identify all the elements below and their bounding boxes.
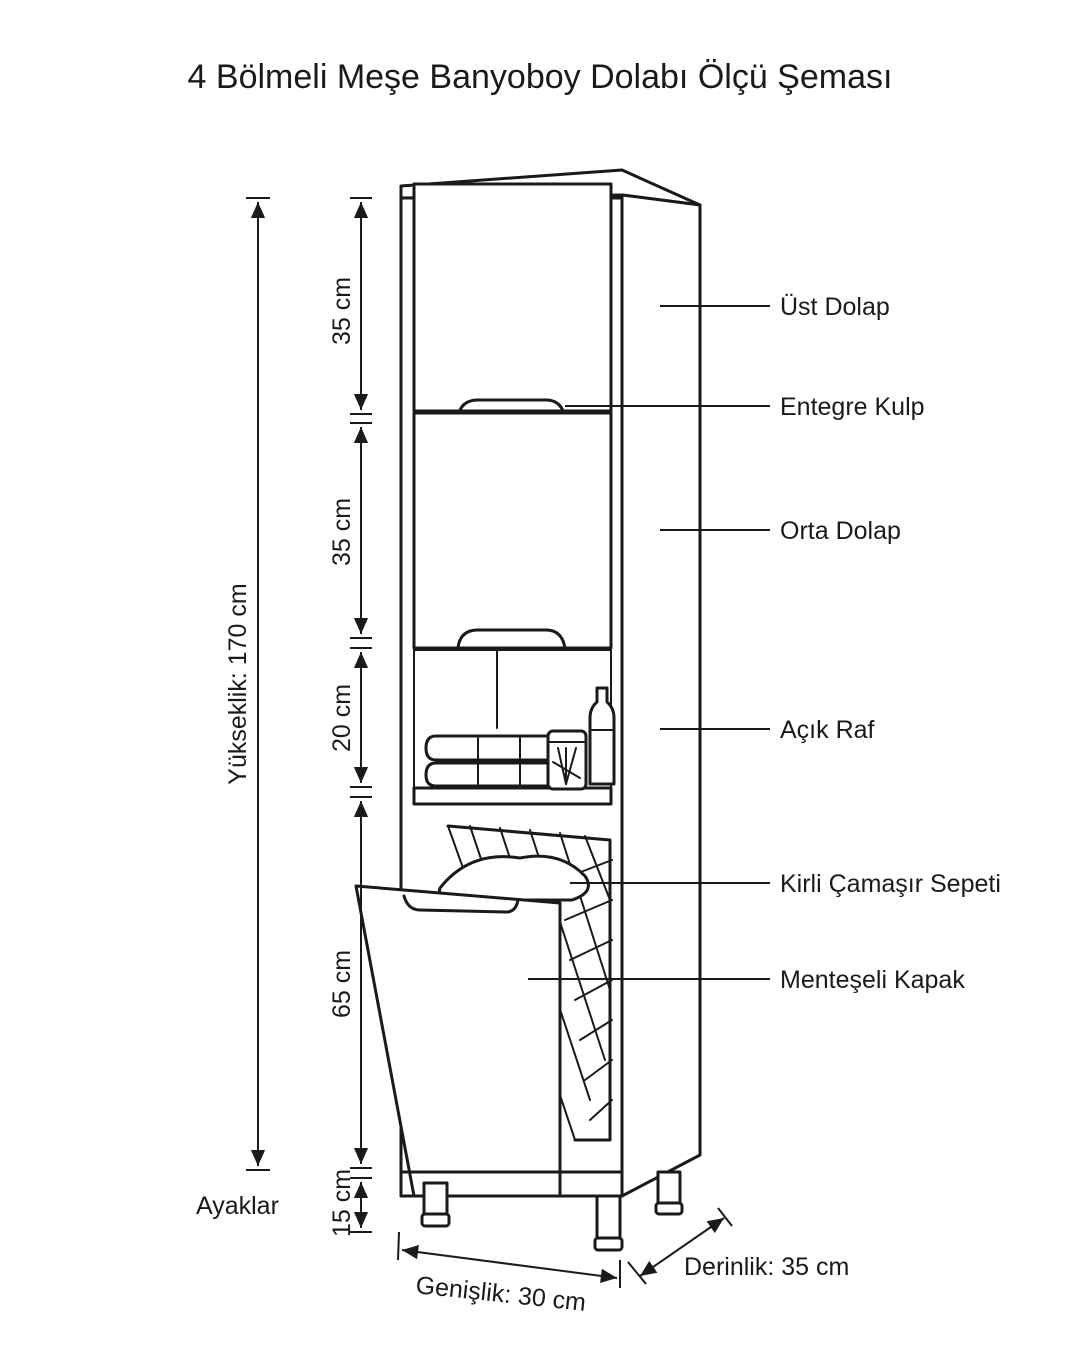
leader-lines [528, 305, 770, 980]
upper-door-handle [456, 398, 567, 420]
middle-door [412, 411, 613, 650]
label-acik-raf: Açık Raf [780, 716, 875, 744]
legs [420, 1170, 684, 1252]
label-kirli-camasir-sepeti: Kirli Çamaşır Sepeti [780, 870, 1001, 898]
label-menteseli-kapak: Menteşeli Kapak [780, 966, 965, 994]
dim-upper: 35 cm [328, 277, 356, 345]
dim-shelf: 20 cm [328, 684, 356, 752]
diagram-title: 4 Bölmeli Meşe Banyoboy Dolabı Ölçü Şema… [188, 58, 893, 96]
dim-basket: 65 cm [328, 950, 356, 1018]
cotton-jar-icon [546, 729, 588, 791]
leg-front-right [595, 1194, 622, 1242]
middle-door-handle [456, 628, 567, 650]
width-dimension [397, 1231, 621, 1288]
total-height-dimension [246, 197, 270, 1171]
cabinet [354, 168, 702, 1252]
hinged-door-handle [402, 894, 520, 914]
basket-wire-horizontal [559, 859, 613, 1121]
hinged-door [354, 884, 562, 1198]
depth-dimension [627, 1207, 733, 1285]
cabinet-side-panel [620, 193, 702, 1198]
dim-height-total: Yükseklik: 170 cm [224, 583, 252, 784]
upper-door [412, 182, 613, 413]
dim-legs: 15 cm [328, 1169, 356, 1237]
dim-middle: 35 cm [328, 498, 356, 566]
shelf-board [412, 786, 613, 806]
label-orta-dolap: Orta Dolap [780, 517, 901, 545]
dim-width: Genişlik: 30 cm [414, 1271, 587, 1317]
label-entegre-kulp: Entegre Kulp [780, 393, 925, 421]
label-ayaklar: Ayaklar [196, 1192, 279, 1220]
bottle-icon [588, 686, 616, 786]
label-ust-dolap: Üst Dolap [780, 293, 890, 321]
section-dimensions [350, 197, 372, 1233]
dim-depth: Derinlik: 35 cm [684, 1253, 849, 1281]
